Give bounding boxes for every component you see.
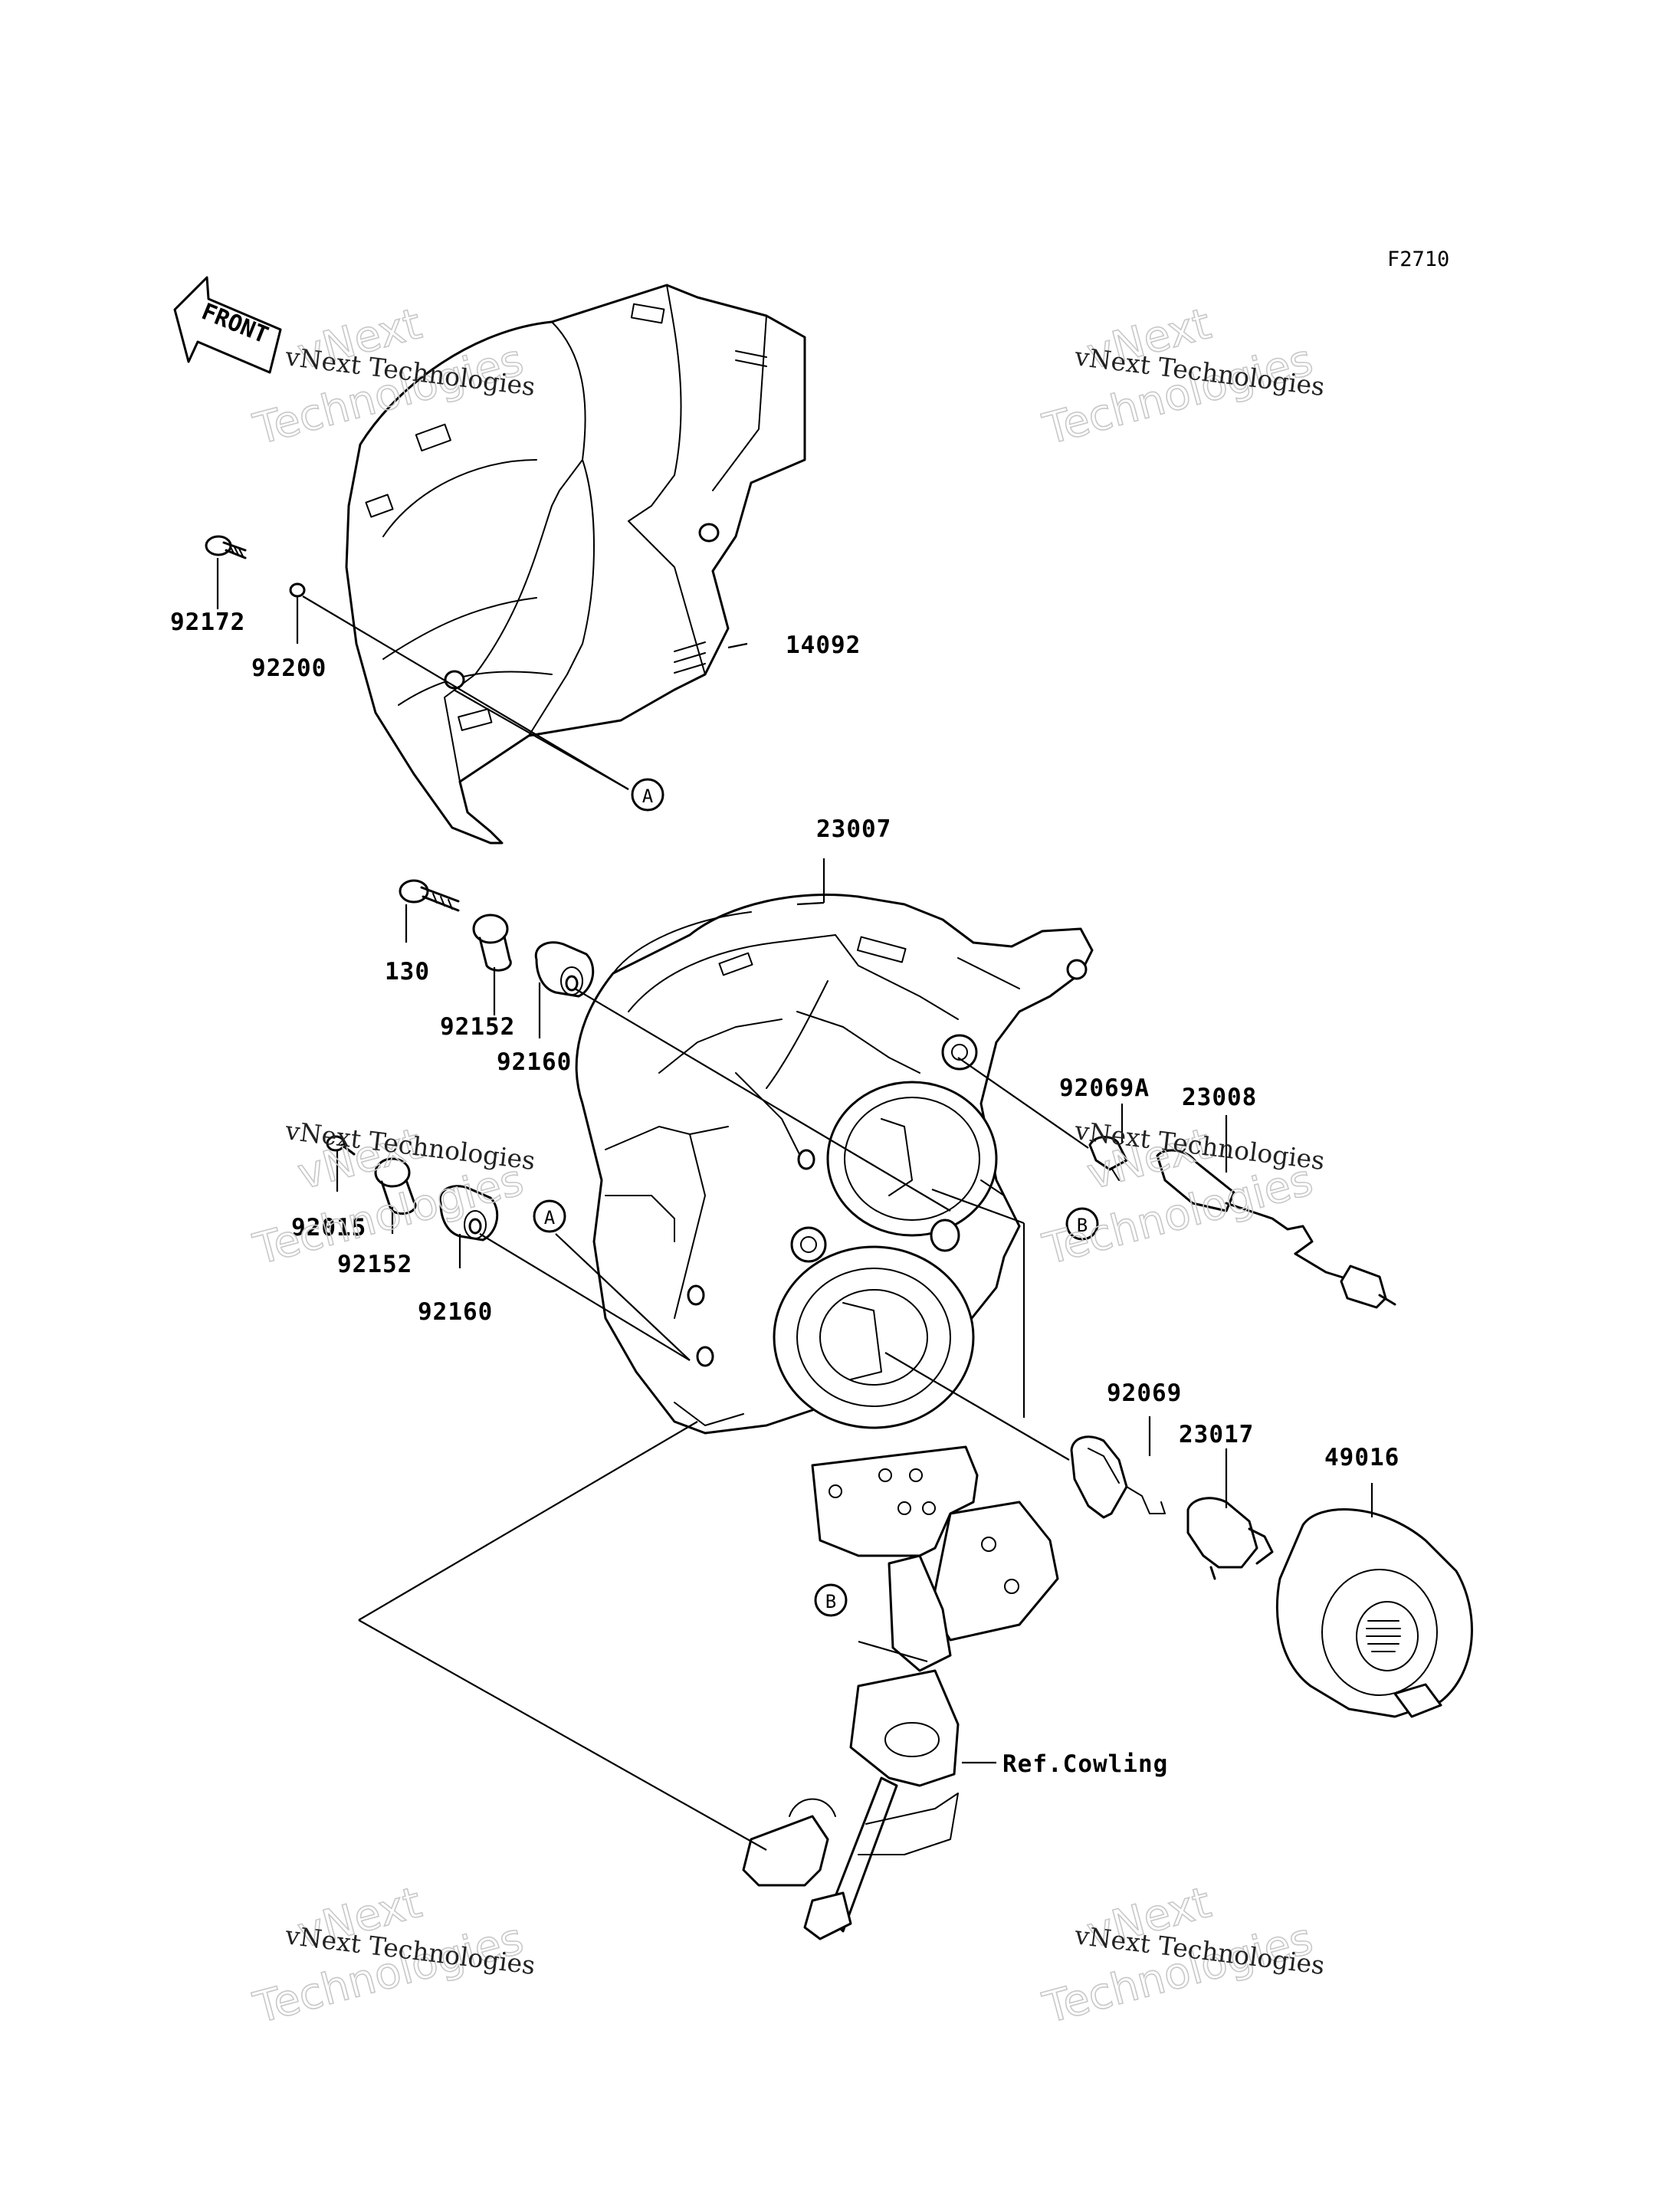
front-arrow-icon: FRONT bbox=[173, 276, 282, 374]
bulb-92069A-drawing bbox=[1088, 1136, 1128, 1181]
ref-circle-a-mid: A bbox=[533, 1199, 566, 1233]
part-label-23008: 23008 bbox=[1182, 1084, 1257, 1111]
svg-text:B: B bbox=[825, 1591, 836, 1612]
leader-lines bbox=[216, 558, 1373, 1851]
part-label-92069: 92069 bbox=[1107, 1379, 1182, 1407]
part-label-92015: 92015 bbox=[291, 1214, 366, 1242]
part-label-92160-lower: 92160 bbox=[418, 1298, 493, 1326]
watermark-mid-right: vNext Technologies vNext Technologies bbox=[1037, 1115, 1326, 1275]
part-label-92069A: 92069A bbox=[1059, 1074, 1150, 1102]
collar-92152-upper-drawing bbox=[472, 914, 512, 972]
grommet-92160-lower-drawing bbox=[438, 1185, 499, 1242]
watermark-top-left: vNext Technologies vNext Technologies bbox=[248, 298, 536, 455]
part-label-92200: 92200 bbox=[251, 654, 326, 682]
part-label-14092: 14092 bbox=[786, 631, 861, 659]
svg-text:A: A bbox=[544, 1207, 556, 1228]
screw-92015-drawing bbox=[326, 1135, 356, 1156]
headlight-housing-drawing bbox=[575, 893, 1094, 1435]
part-label-ref-cowling: Ref.Cowling bbox=[1002, 1750, 1168, 1778]
cowling-bracket-drawing bbox=[742, 1445, 1059, 1940]
watermark-top-right: vNext Technologies vNext Technologies bbox=[1037, 298, 1326, 455]
part-label-49016: 49016 bbox=[1324, 1444, 1399, 1471]
washer-92200-drawing bbox=[289, 582, 306, 598]
socket-23008-drawing bbox=[1156, 1149, 1396, 1309]
headlight-cover-drawing bbox=[345, 284, 806, 845]
part-label-92152-upper: 92152 bbox=[440, 1013, 515, 1041]
cap-49016-drawing bbox=[1275, 1508, 1473, 1718]
bolt-130-drawing bbox=[399, 879, 460, 912]
bulb-92069-drawing bbox=[1070, 1435, 1166, 1519]
svg-text:A: A bbox=[642, 786, 654, 807]
socket-23017-drawing bbox=[1186, 1497, 1274, 1580]
ref-circle-b-bracket: B bbox=[814, 1583, 848, 1617]
part-label-23007: 23007 bbox=[816, 815, 891, 843]
grommet-92160-upper-drawing bbox=[534, 941, 595, 998]
watermark-bottom-right: vNext Technologies vNext Technologies bbox=[1037, 1877, 1326, 2034]
part-label-92172: 92172 bbox=[170, 608, 245, 636]
diagram-code: F2710 bbox=[1387, 248, 1449, 271]
ref-circle-b-mid: B bbox=[1065, 1207, 1099, 1241]
bolt-92172-drawing bbox=[205, 535, 247, 559]
watermark-bottom-left: vNext Technologies vNext Technologies bbox=[248, 1877, 536, 2034]
ref-circle-a-top: A bbox=[631, 778, 664, 812]
part-label-92160-upper: 92160 bbox=[497, 1048, 572, 1076]
part-label-92152-lower: 92152 bbox=[337, 1251, 412, 1278]
part-label-23017: 23017 bbox=[1179, 1421, 1254, 1448]
svg-text:B: B bbox=[1077, 1215, 1088, 1236]
part-label-130: 130 bbox=[385, 958, 430, 986]
